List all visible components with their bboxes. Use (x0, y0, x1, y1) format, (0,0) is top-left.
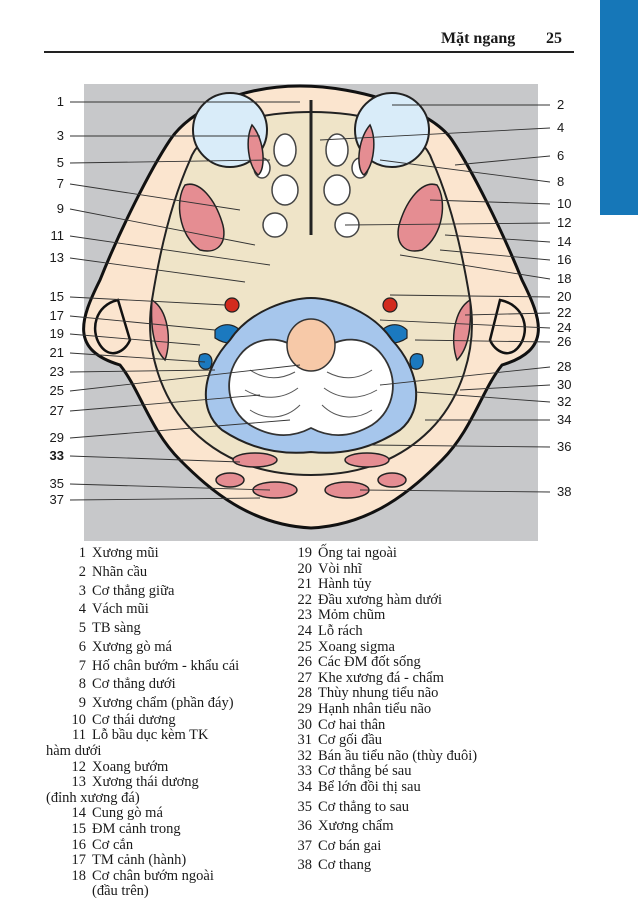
label-8: 8 (557, 174, 565, 189)
ethmoid-cells (253, 133, 369, 238)
chapter-tab (600, 0, 638, 215)
label-16: 16 (557, 252, 572, 267)
label-25: 25 (49, 383, 64, 398)
label-19: 19 (49, 326, 64, 341)
label-28: 28 (557, 359, 572, 374)
label-5: 5 (56, 155, 64, 170)
medulla (286, 318, 336, 372)
label-20: 20 (557, 289, 572, 304)
page-header: Mặt ngang 25 (0, 0, 638, 55)
label-4: 4 (557, 120, 565, 135)
label-18: 18 (557, 271, 572, 286)
label-22: 22 (557, 305, 572, 320)
label-33: 33 (49, 448, 64, 463)
label-32: 32 (557, 394, 572, 409)
label-9: 9 (56, 201, 64, 216)
label-36: 36 (557, 439, 572, 454)
label-34: 34 (557, 412, 572, 427)
label-26: 26 (557, 334, 572, 349)
label-14: 14 (557, 234, 572, 249)
label-6: 6 (557, 148, 565, 163)
legend-item-continuation: (đầu trên) (92, 883, 149, 900)
label-15: 15 (49, 289, 64, 304)
internal-carotid-arteries (224, 297, 398, 313)
label-7: 7 (56, 176, 64, 191)
label-1: 1 (56, 94, 64, 109)
right-ear (488, 298, 527, 355)
label-29: 29 (49, 430, 64, 445)
legend-item-continuation: hàm dưới (46, 743, 102, 760)
label-11: 11 (50, 228, 65, 243)
label-35: 35 (49, 476, 64, 491)
label-30: 30 (557, 377, 572, 392)
label-10: 10 (557, 196, 572, 211)
label-37: 37 (49, 492, 64, 507)
cerebellar-folia (244, 369, 378, 418)
label-21: 21 (49, 345, 64, 360)
header-rule (44, 51, 574, 53)
label-17: 17 (49, 308, 64, 323)
label-24: 24 (557, 320, 572, 335)
label-12: 12 (557, 215, 572, 230)
label-2: 2 (557, 97, 565, 112)
label-23: 23 (49, 364, 64, 379)
label-13: 13 (49, 250, 64, 265)
muscles (150, 123, 472, 499)
label-27: 27 (49, 403, 64, 418)
leader-lines (69, 101, 551, 501)
label-38: 38 (557, 484, 572, 499)
section-title: Mặt ngang (441, 30, 516, 47)
left-ear (93, 298, 132, 355)
page-number: 25 (546, 30, 562, 47)
legend-item-continuation: (đỉnh xương đá) (46, 789, 140, 806)
label-3: 3 (56, 128, 64, 143)
